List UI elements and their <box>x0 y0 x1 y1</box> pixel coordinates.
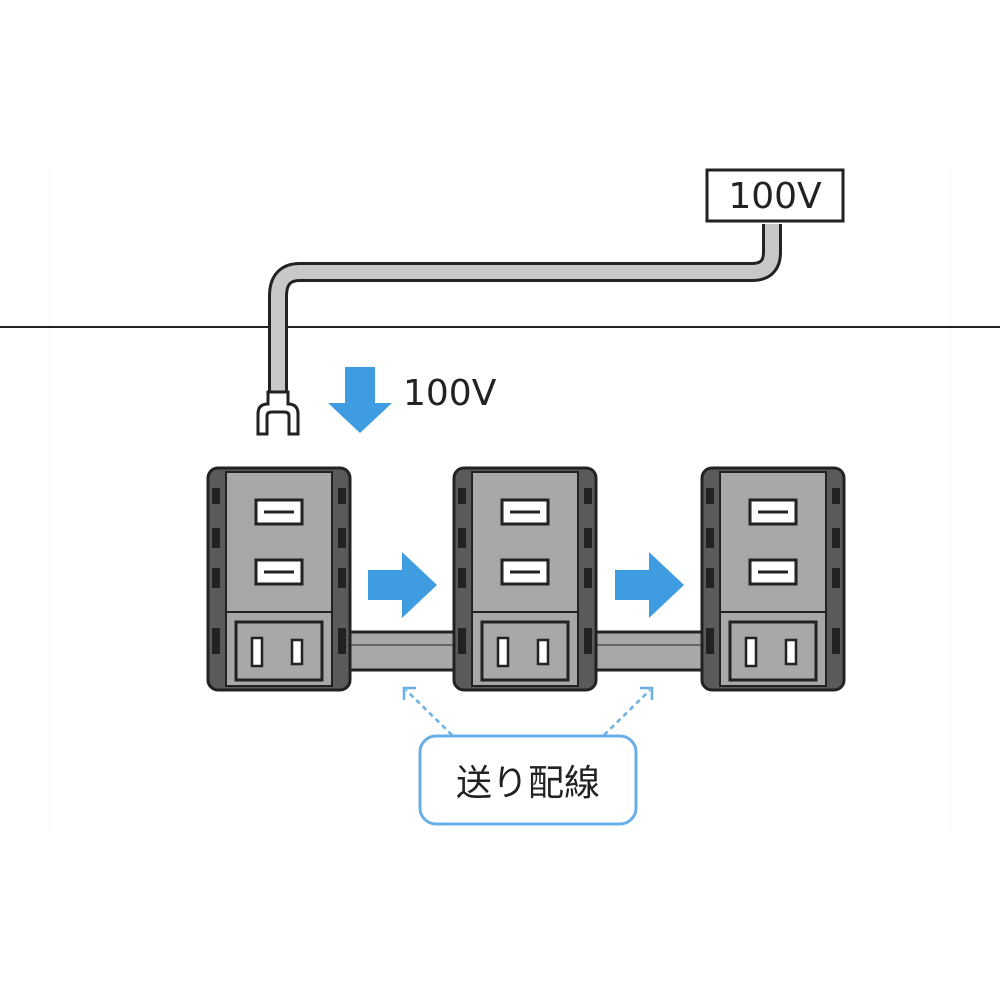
fork-terminal <box>256 390 300 436</box>
input-arrow <box>328 367 392 433</box>
power-cord <box>268 224 782 392</box>
relay-bar-2 <box>583 630 713 672</box>
input-voltage-label: 100V <box>403 373 497 414</box>
usb-port-icon <box>254 498 304 526</box>
flow-arrow-1 <box>368 552 437 618</box>
ac-outlet-icon <box>234 620 324 682</box>
usb-port-icon <box>500 498 550 526</box>
flow-arrow-2 <box>615 552 684 618</box>
outlet-unit-3 <box>700 466 846 692</box>
usb-port-icon <box>254 558 304 586</box>
callout-pointers <box>402 686 654 736</box>
usb-port-icon <box>748 558 798 586</box>
source-voltage-label: 100V <box>728 176 822 217</box>
ac-outlet-icon <box>728 620 818 682</box>
background-grid <box>49 170 951 830</box>
usb-port-icon <box>748 498 798 526</box>
relay-wiring-label: 送り配線 <box>456 763 600 804</box>
relay-bar-1 <box>336 630 466 672</box>
outlet-unit-1 <box>206 466 352 692</box>
relay-wiring-callout: 送り配線 <box>418 734 638 826</box>
source-voltage-box: 100V <box>705 168 845 223</box>
outlet-unit-2 <box>452 466 598 692</box>
ac-outlet-icon <box>480 620 570 682</box>
usb-port-icon <box>500 558 550 586</box>
outlet-units <box>206 466 846 692</box>
